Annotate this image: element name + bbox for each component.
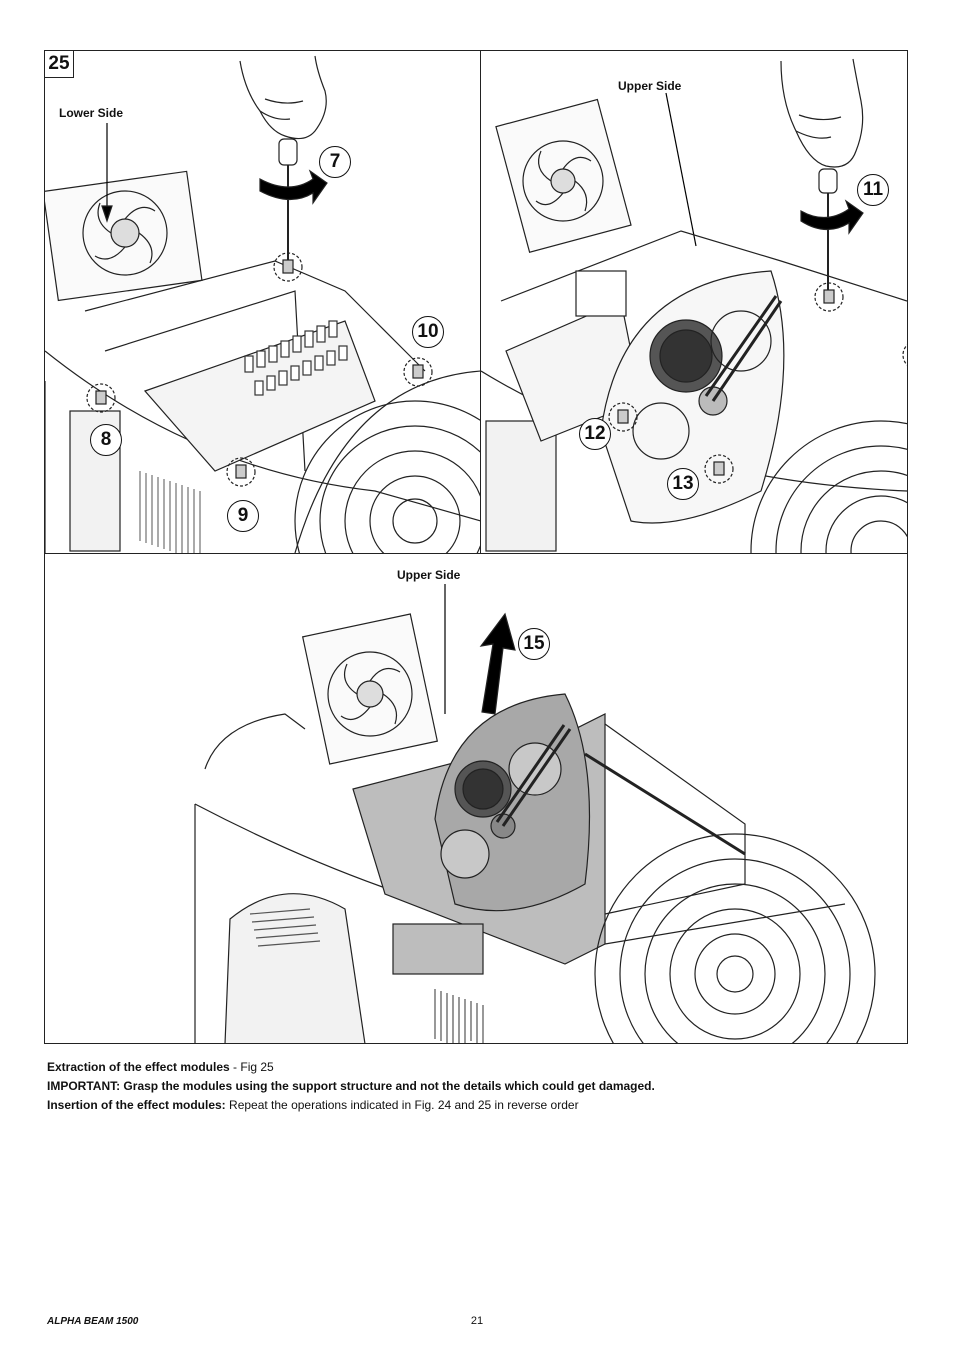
step-15: 15 (518, 628, 550, 660)
step-8: 8 (90, 424, 122, 456)
figure-25: 25 Lower Side (44, 50, 908, 1044)
lens-icon (750, 420, 907, 553)
step-12: 12 (579, 418, 611, 450)
screw-icon (86, 252, 433, 487)
step-7: 7 (319, 146, 351, 178)
hand-icon (239, 55, 327, 140)
fan-icon (301, 613, 439, 765)
caption-heading-insertion: Insertion of the effect modules: (47, 1098, 226, 1112)
fan-icon (45, 170, 203, 302)
step-11: 11 (857, 174, 889, 206)
page-number: 21 (470, 1315, 484, 1327)
caption-important-note: IMPORTANT: Grasp the modules using the s… (47, 1079, 655, 1093)
hand-icon (780, 58, 864, 168)
side-label: Upper Side (397, 568, 461, 582)
fan-icon (495, 98, 632, 253)
step-9: 9 (227, 500, 259, 532)
panel-upper-side: Upper Side (481, 51, 907, 553)
caption-insertion-text: Repeat the operations indicated in Fig. … (225, 1098, 579, 1112)
lens-icon (294, 370, 480, 553)
figure-number: 25 (45, 51, 74, 78)
caption-line-2: IMPORTANT: Grasp the modules using the s… (47, 1077, 655, 1096)
panel-lower-side: 25 Lower Side (45, 51, 481, 553)
rotation-arrow-icon (259, 169, 328, 205)
screw-icon (608, 282, 907, 484)
side-label: Upper Side (618, 79, 682, 93)
footer-product-name: ALPHA BEAM 1500 (47, 1316, 139, 1327)
screwdriver-icon (818, 168, 838, 291)
illustration-lower-side (45, 55, 480, 553)
illustration-extraction (194, 584, 876, 1043)
lift-arrow-icon (479, 612, 516, 715)
panel-extraction: Upper Side (45, 553, 907, 1043)
caption-fig-ref: - Fig 25 (229, 1060, 274, 1074)
caption-line-1: Extraction of the effect modules - Fig 2… (47, 1058, 655, 1077)
lens-icon (594, 833, 876, 1043)
screwdriver-icon (278, 138, 298, 263)
illustration-upper-side (481, 58, 907, 553)
step-13: 13 (667, 468, 699, 500)
caption-line-3: Insertion of the effect modules: Repeat … (47, 1096, 655, 1115)
rotation-arrow-icon (800, 199, 864, 235)
caption: Extraction of the effect modules - Fig 2… (47, 1058, 655, 1115)
caption-heading-extraction: Extraction of the effect modules (47, 1060, 230, 1074)
side-label: Lower Side (59, 106, 124, 120)
step-10: 10 (412, 316, 444, 348)
